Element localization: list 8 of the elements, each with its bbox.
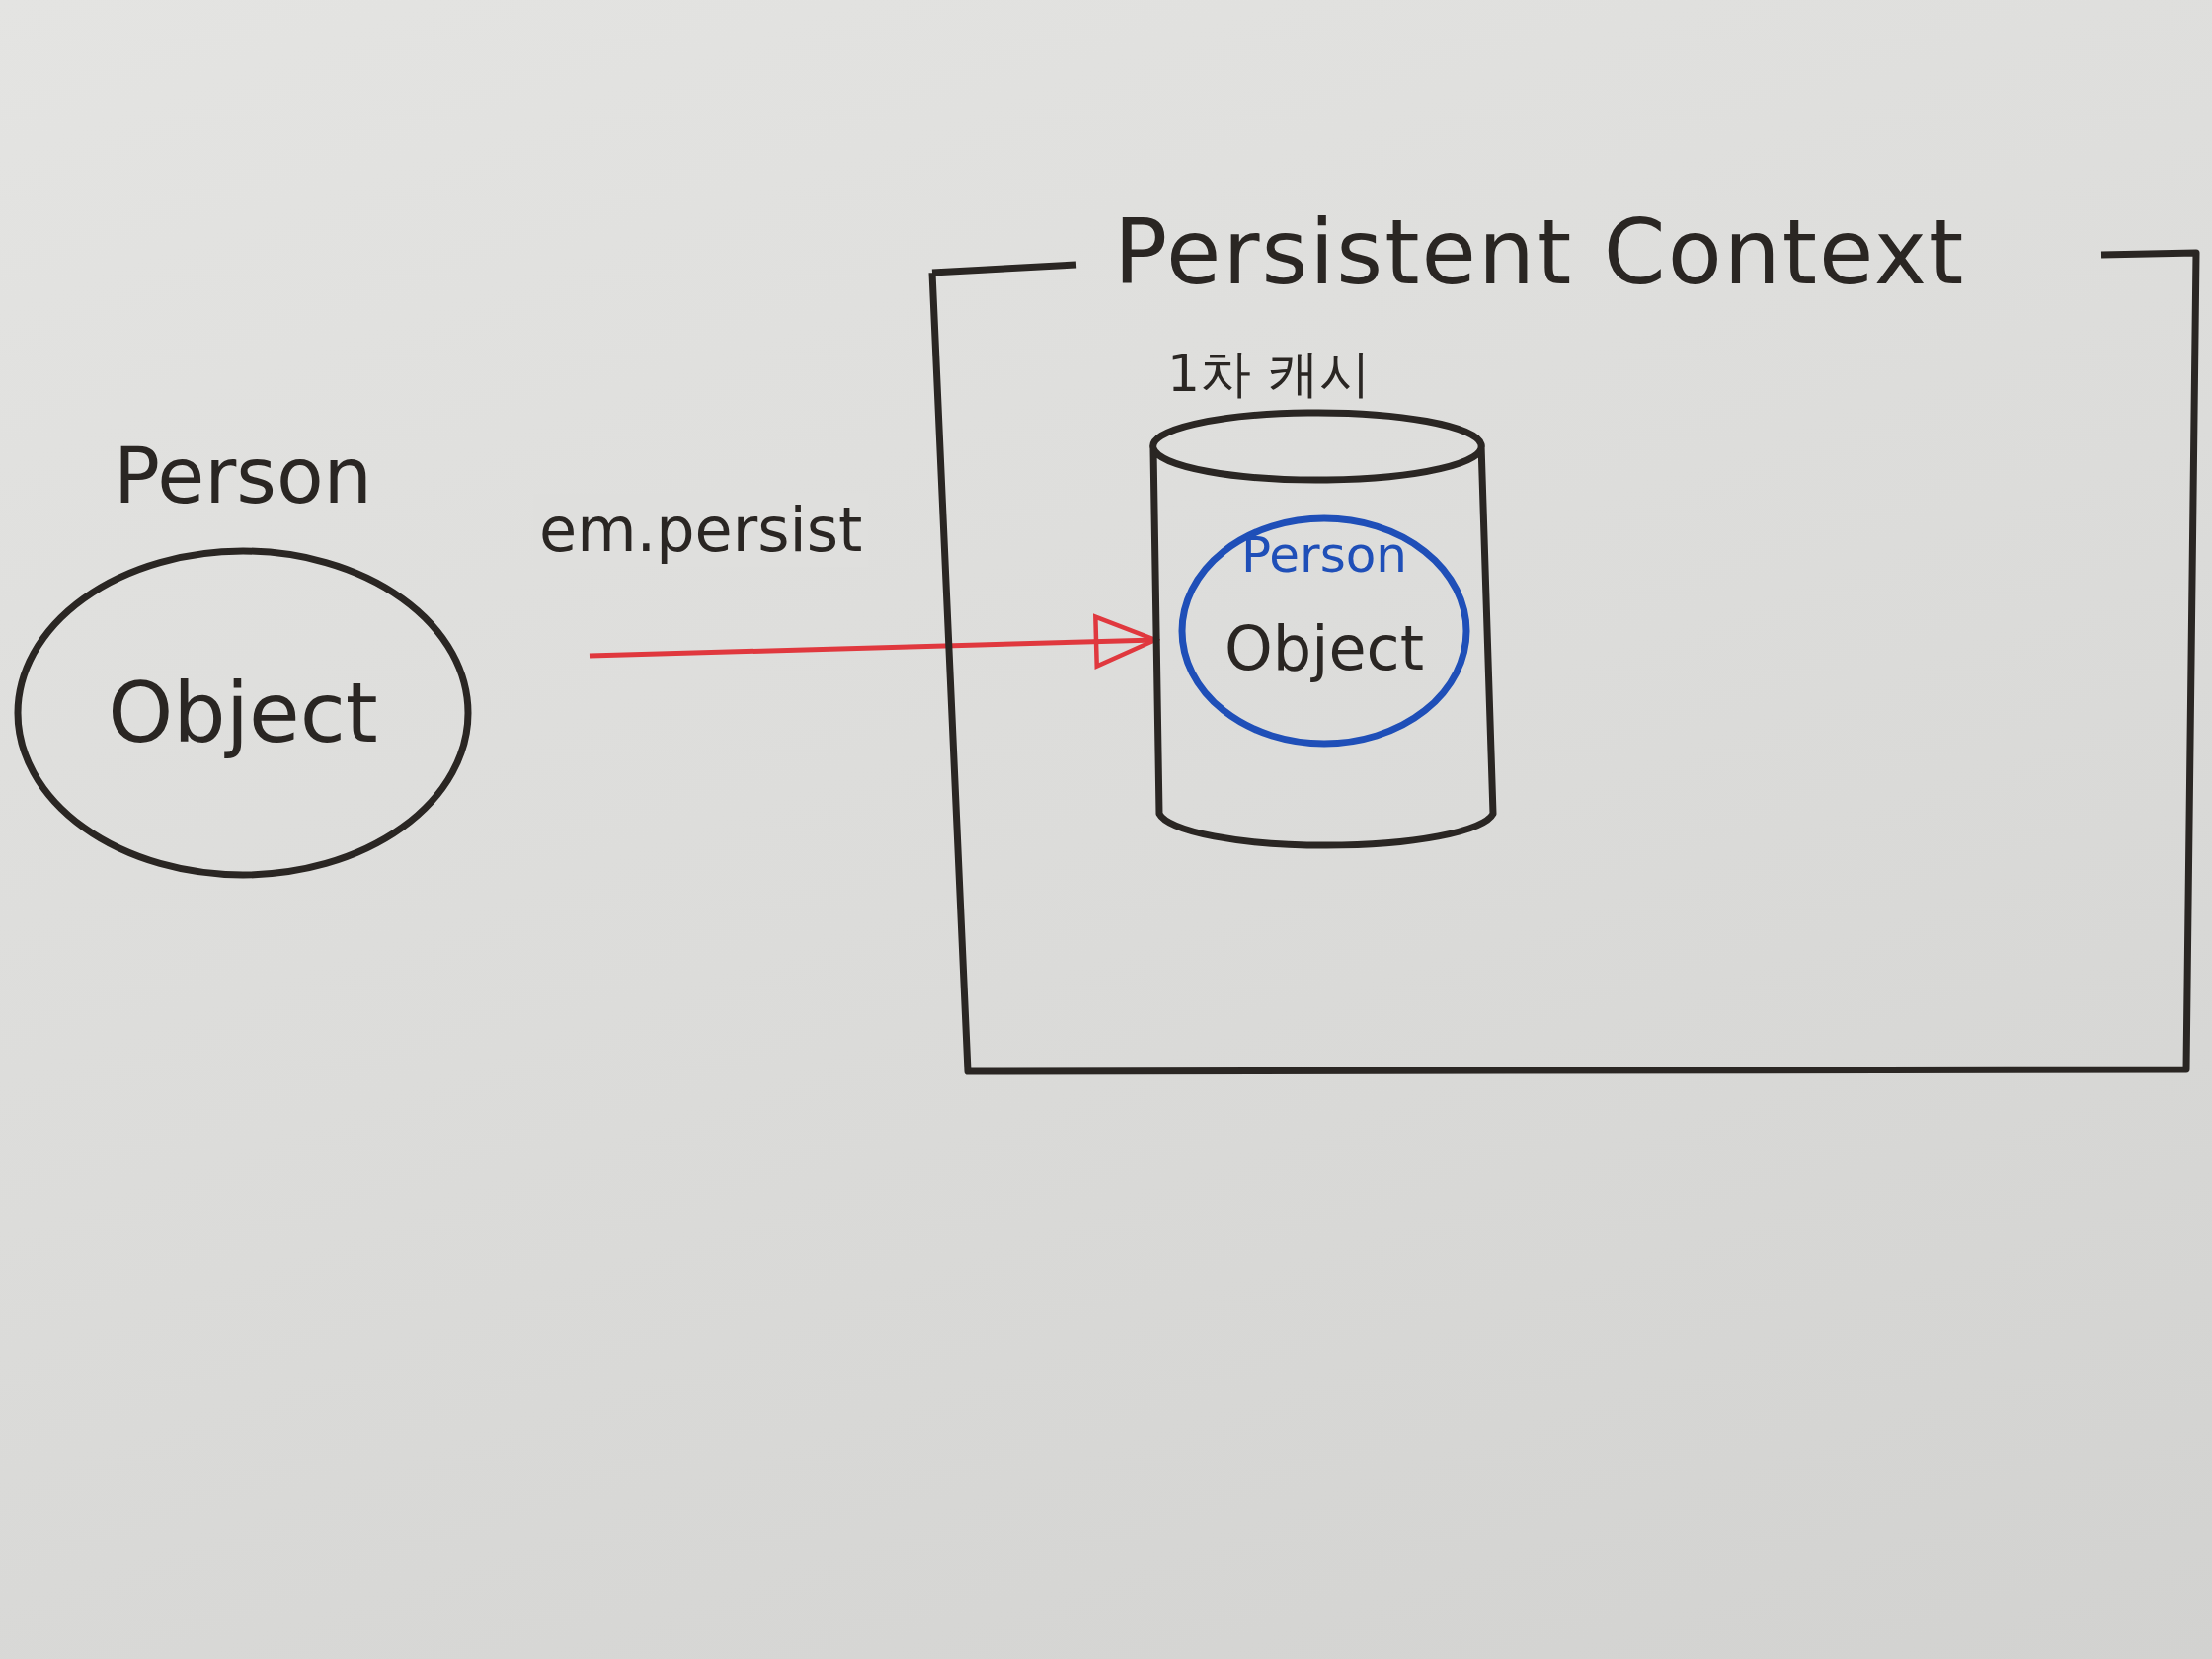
object-ellipse xyxy=(1178,514,1470,748)
context-title: Persistent Context xyxy=(1113,199,1967,306)
object-label: Object xyxy=(1224,614,1425,683)
object-label: Object xyxy=(107,667,379,759)
cache-label: 1차 캐시 xyxy=(1167,346,1372,403)
object-ellipse xyxy=(14,547,472,879)
object-heading: Person xyxy=(112,434,374,519)
object-heading: Person xyxy=(1240,528,1408,583)
